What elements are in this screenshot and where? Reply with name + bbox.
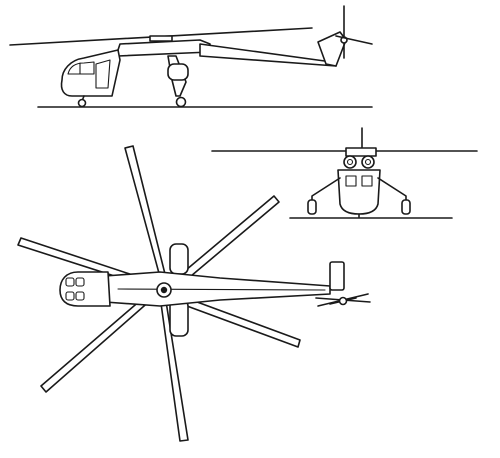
front-wheel-left xyxy=(307,199,317,215)
top-window-3 xyxy=(65,291,75,301)
side-rotor-hub xyxy=(149,35,173,42)
top-window-4 xyxy=(75,291,85,301)
top-window-1 xyxy=(65,277,75,287)
front-engine-right-inner xyxy=(364,158,372,166)
side-tail-rotor-blade-b xyxy=(335,35,373,45)
top-cockpit xyxy=(59,271,111,307)
side-engine-housing xyxy=(117,39,211,57)
front-fuselage xyxy=(337,169,381,215)
front-rotor-hub xyxy=(345,147,377,157)
side-cockpit-door xyxy=(95,59,111,89)
front-wheel-right xyxy=(401,199,411,215)
top-main-rotor xyxy=(17,145,301,442)
top-rotor-hub-center xyxy=(160,286,168,294)
front-view xyxy=(211,127,478,219)
front-window-right xyxy=(361,175,373,187)
side-tail-boom xyxy=(199,43,337,67)
side-main-wheel xyxy=(175,96,187,108)
side-main-gear-fairing xyxy=(167,63,189,81)
side-nose-wheel xyxy=(77,98,87,108)
top-tail-rotor-hub xyxy=(338,296,348,306)
side-cockpit-window xyxy=(67,61,95,75)
rotor-blade-1 xyxy=(124,145,169,289)
side-view xyxy=(9,5,373,108)
front-engine-right xyxy=(361,155,375,169)
top-fuselage-spine xyxy=(117,288,326,291)
side-tail-pylon xyxy=(317,31,347,67)
front-engine-left-inner xyxy=(346,158,354,166)
top-view xyxy=(17,145,371,442)
top-window-2 xyxy=(75,277,85,287)
front-window-left xyxy=(345,175,357,187)
top-tail-pylon xyxy=(329,261,345,291)
front-engine-left xyxy=(343,155,357,169)
top-engine-upper xyxy=(169,243,189,275)
